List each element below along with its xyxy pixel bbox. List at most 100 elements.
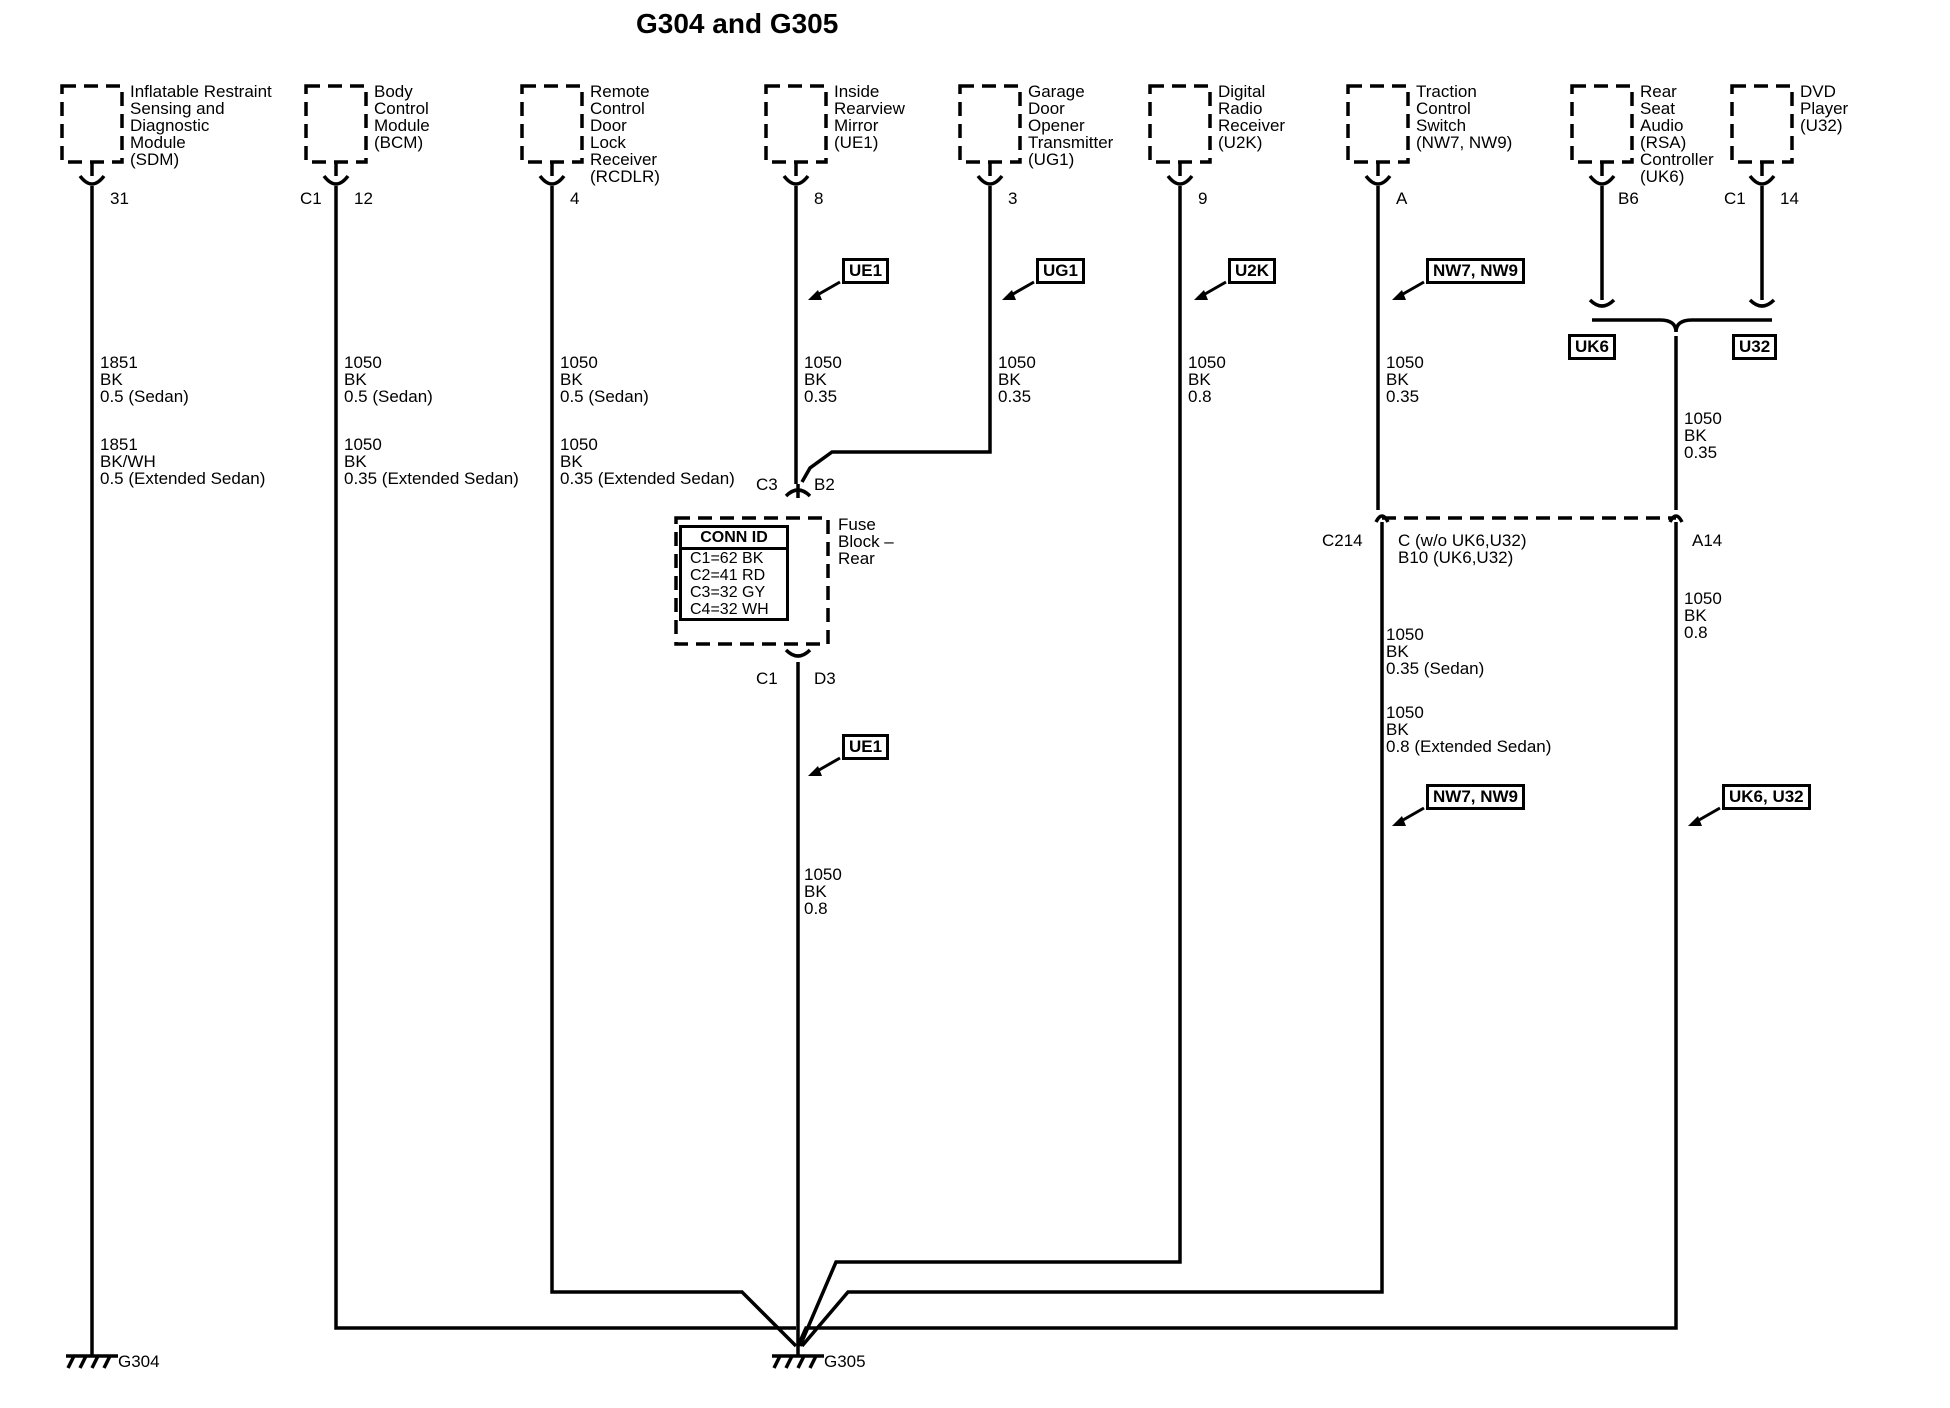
component-label-dvd: Player (1800, 99, 1849, 118)
wire-label-a14_out: 1050 (1684, 589, 1722, 608)
rsa-box (1570, 84, 1634, 164)
component-label-rcdlr: Remote (590, 82, 650, 101)
wire-label-c214_a: BK (1386, 642, 1409, 661)
component-label-dvd: DVD (1800, 82, 1836, 101)
wires (90, 186, 1772, 1348)
fuse-block-conn-top: C3 (756, 475, 778, 494)
component-label-ug1: Garage (1028, 82, 1085, 101)
wire-a14-out (796, 522, 1678, 1347)
wire-label-rcdlr_b: BK (560, 452, 583, 471)
component-label-sdm: Sensing and (130, 99, 225, 118)
pin-label-dvd_conn: C1 (1724, 189, 1746, 208)
tcs-box (1346, 84, 1410, 164)
wire-u2k (798, 186, 1182, 1347)
component-label-u2k: Radio (1218, 99, 1263, 118)
pin-label-ue1: 8 (814, 189, 824, 208)
wire-label-bcm_a: 0.5 (Sedan) (344, 387, 433, 406)
wire-label-sdm_b: BK/WH (100, 452, 156, 471)
g305-symbol (772, 1346, 824, 1369)
wire-ug1 (800, 186, 992, 483)
wire-label-bcm_a: BK (344, 370, 367, 389)
wire-label-ue1: 1050 (804, 353, 842, 372)
wire-label-sdm_a: 1851 (100, 353, 138, 372)
fuse-block-box (674, 516, 830, 646)
ground-g305-label: G305 (824, 1352, 866, 1371)
wire-label-ug1: 0.35 (998, 387, 1032, 406)
conn-id-row: C3=32 GY (690, 584, 766, 601)
pin-label-ug1: 3 (1008, 189, 1018, 208)
component-label-u2k: Receiver (1218, 116, 1286, 135)
pin-terminals (78, 174, 1776, 658)
component-label-rcdlr: Control (590, 99, 645, 118)
conn-id-row: C2=41 RD (690, 567, 766, 584)
wire-label-a14_out: BK (1684, 606, 1707, 625)
wire-label-rcdlr_a: 0.5 (Sedan) (560, 387, 649, 406)
component-label-rsa: Audio (1640, 116, 1684, 135)
wire-label-ue1: 0.35 (804, 387, 838, 406)
wire-label-ug1: BK (998, 370, 1021, 389)
wire-label-rsa_dvd: BK (1684, 426, 1707, 445)
component-label-ue1: (UE1) (834, 133, 879, 152)
component-label-tcs: (NW7, NW9) (1416, 133, 1513, 152)
pin-label-dvd: 14 (1780, 189, 1799, 208)
conn-id-row: C4=32 WH (690, 601, 769, 618)
component-label-rsa: Controller (1640, 150, 1714, 169)
wire-label-u2k: 0.8 (1188, 387, 1212, 406)
component-label-sdm: Inflatable Restraint (130, 82, 272, 101)
wire-label-c214_b: 0.8 (Extended Sedan) (1386, 737, 1552, 756)
wire-label-ue1: BK (804, 370, 827, 389)
component-label-tcs: Switch (1416, 116, 1467, 135)
wire-label-bcm_b: 1050 (344, 435, 382, 454)
fuse-block-conn-bottom: C1 (756, 669, 778, 688)
wire-label-fuse_out: 0.8 (804, 899, 828, 918)
wire-label-a14_out: 0.8 (1684, 623, 1708, 642)
component-label-ug1: (UG1) (1028, 150, 1075, 169)
pin-label-bcm: 12 (354, 189, 373, 208)
component-label-dvd: (U32) (1800, 116, 1843, 135)
wire-label-tcs: BK (1386, 370, 1409, 389)
wire-label-fuse_out: 1050 (804, 865, 842, 884)
ground-symbols (66, 1346, 824, 1369)
wire-rsa-dvd-bus (1592, 318, 1772, 333)
wire-label-ug1: 1050 (998, 353, 1036, 372)
option-tag-ue1-lower: UE1 (842, 734, 890, 760)
component-label-rcdlr: Lock (590, 133, 626, 152)
fuse-block-name-line: Fuse (838, 515, 876, 534)
wire-label-rcdlr_a: 1050 (560, 353, 598, 372)
component-label-rsa: Seat (1640, 99, 1675, 118)
wire-label-sdm_a: 0.5 (Sedan) (100, 387, 189, 406)
wire-rcdlr (550, 186, 798, 1348)
c214-name: C214 (1322, 531, 1363, 550)
c214-pin-left-line: C (w/o UK6,U32) (1398, 531, 1527, 550)
ug1-box (958, 84, 1022, 164)
conn-id-row: C1=62 BK (690, 550, 764, 567)
wire-label-sdm_a: BK (100, 370, 123, 389)
option-tag-ug1: UG1 (1036, 258, 1085, 284)
ground-g304-label: G304 (118, 1352, 160, 1371)
component-label-rsa: (UK6) (1640, 167, 1685, 186)
wire-label-sdm_b: 1851 (100, 435, 138, 454)
wire-label-u2k: BK (1188, 370, 1211, 389)
c214-pin-left-line: B10 (UK6,U32) (1398, 548, 1514, 567)
conn-id-header: CONN ID (682, 528, 786, 550)
pin-label-rcdlr: 4 (570, 189, 580, 208)
option-tag-uk6-u32: UK6, U32 (1722, 784, 1811, 810)
wire-bcm (334, 186, 796, 1330)
wire-label-tcs: 0.35 (1386, 387, 1420, 406)
option-tag-u32: U32 (1732, 334, 1778, 360)
pin-label-tcs: A (1396, 189, 1408, 208)
bcm-box (304, 84, 368, 164)
ue1-box (764, 84, 828, 164)
component-label-bcm: Control (374, 99, 429, 118)
c214-pin-right: A14 (1692, 531, 1723, 550)
conn-id-table: CONN ID C1=62 BK C2=41 RD C3=32 GY C4=32… (679, 525, 789, 621)
component-label-bcm: (BCM) (374, 133, 424, 152)
wire-label-rcdlr_a: BK (560, 370, 583, 389)
u2k-box (1148, 84, 1212, 164)
wire-label-sdm_b: 0.5 (Extended Sedan) (100, 469, 266, 488)
component-label-bcm: Body (374, 82, 413, 101)
component-label-rsa: (RSA) (1640, 133, 1687, 152)
fuse-block-name-line: Block – (838, 532, 894, 551)
option-tag-u2k: U2K (1228, 258, 1277, 284)
